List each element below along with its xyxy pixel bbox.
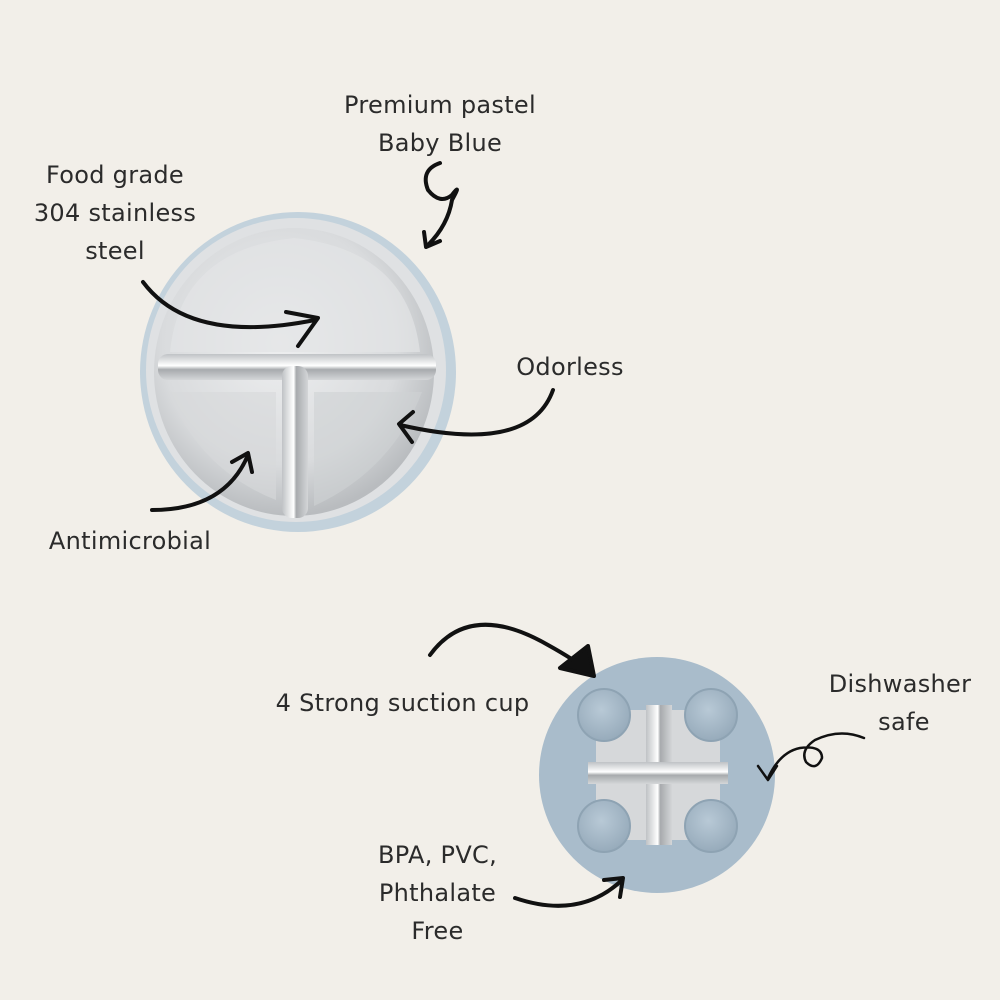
label-bpa-free: BPA, PVC, Phthalate Free bbox=[377, 841, 498, 945]
curved-arrow-icon bbox=[397, 388, 555, 444]
curved-arrow-icon bbox=[513, 876, 625, 908]
curly-arrow-icon bbox=[756, 732, 866, 782]
top-plate bbox=[140, 212, 456, 532]
lower-right-compartment bbox=[314, 392, 422, 506]
suction-cup-icon bbox=[684, 688, 738, 742]
suction-cup-icon bbox=[577, 688, 631, 742]
curly-arrow-icon bbox=[422, 161, 459, 249]
upper-compartment bbox=[170, 238, 420, 352]
suction-cup-icon bbox=[577, 799, 631, 853]
curved-arrow-icon bbox=[428, 622, 596, 678]
label-suction-cups: 4 Strong suction cup bbox=[275, 689, 530, 717]
lower-left-compartment bbox=[168, 392, 276, 500]
bottom-plate bbox=[539, 657, 775, 893]
curved-arrow-icon bbox=[141, 280, 320, 348]
suction-cup-icon bbox=[684, 799, 738, 853]
label-antimicrobial: Antimicrobial bbox=[48, 527, 212, 555]
label-odorless: Odorless bbox=[516, 353, 624, 381]
label-dishwasher-safe: Dishwasher safe bbox=[828, 670, 972, 736]
vertical-divider bbox=[282, 366, 308, 518]
label-premium-baby-blue: Premium pastel Baby Blue bbox=[344, 91, 536, 157]
underside-horizontal-channel bbox=[588, 762, 728, 784]
label-food-grade-steel: Food grade 304 stainless steel bbox=[33, 161, 197, 265]
curved-arrow-icon bbox=[150, 451, 254, 512]
